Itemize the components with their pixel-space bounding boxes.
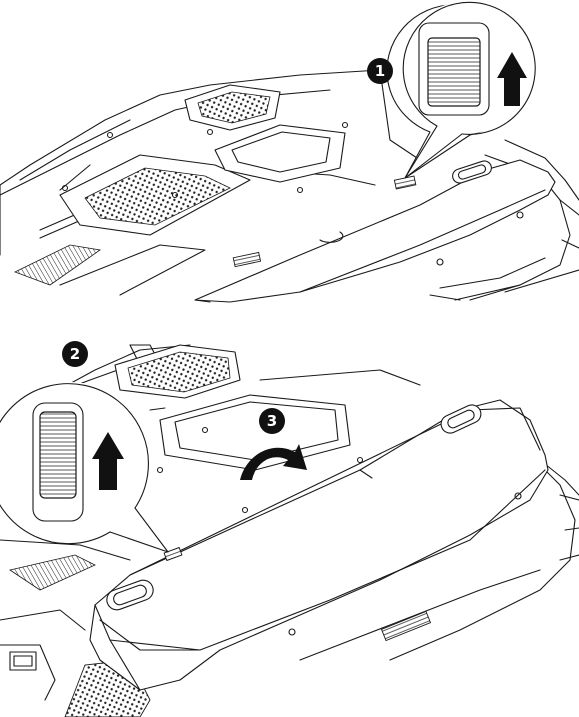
svg-text:2: 2 bbox=[70, 345, 80, 363]
arrow-up-icon bbox=[92, 432, 124, 490]
laptop-underside-2 bbox=[0, 344, 579, 717]
battery-latch-1 bbox=[393, 175, 417, 190]
svg-text:1: 1 bbox=[375, 62, 385, 80]
battery-pack bbox=[194, 159, 556, 303]
battery-latch-2 bbox=[232, 251, 262, 268]
latch-callout bbox=[386, 1, 536, 179]
latch-callout-2 bbox=[0, 382, 169, 553]
latch-closeup bbox=[418, 22, 490, 116]
top-panel: 1 bbox=[0, 1, 579, 303]
curved-arrow-icon bbox=[240, 444, 307, 480]
svg-text:3: 3 bbox=[267, 412, 277, 430]
arrow-up-icon bbox=[497, 52, 527, 106]
step-marker-3: 3 bbox=[259, 408, 285, 434]
bottom-panel: 2 3 bbox=[0, 341, 579, 717]
battery-latch-3 bbox=[163, 546, 183, 562]
laptop-underside bbox=[0, 69, 579, 301]
step-marker-2: 2 bbox=[62, 341, 88, 367]
step-marker-1: 1 bbox=[367, 58, 393, 84]
latch-closeup-2 bbox=[32, 402, 84, 522]
battery-pack-lifted bbox=[89, 399, 549, 691]
